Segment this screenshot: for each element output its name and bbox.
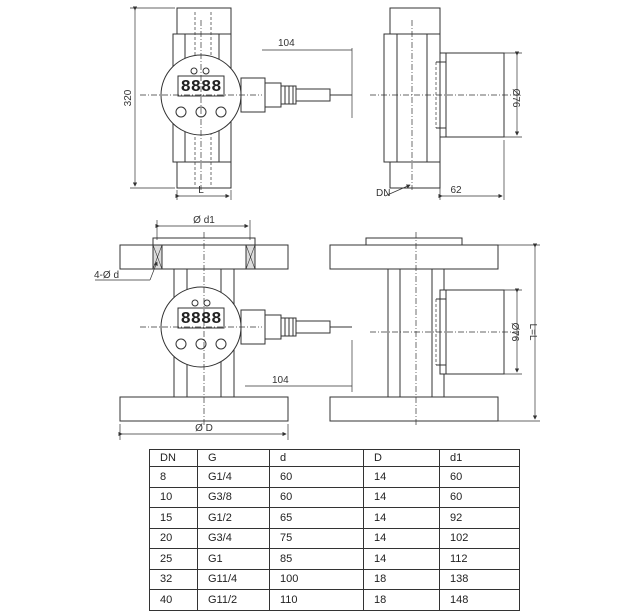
- table-cell: 110: [269, 589, 364, 611]
- table-header-cell: DN: [149, 449, 198, 467]
- table-cell: 138: [439, 568, 520, 590]
- technical-drawing: 320 104 L 8888 Ø76 DN 62: [94, 6, 540, 440]
- side-view-threaded: [383, 7, 505, 189]
- front-view-flanged: [119, 237, 352, 422]
- front-view-threaded: [160, 7, 352, 189]
- table-cell: 14: [363, 507, 440, 529]
- table-header-cell: G: [197, 449, 270, 467]
- table-cell: G11/2: [197, 589, 270, 611]
- side-bot-length-label: L=L: [527, 324, 538, 341]
- front-bot-display-digits: 8888: [181, 310, 222, 329]
- table-cell: 40: [149, 589, 198, 611]
- table-cell: 60: [439, 486, 520, 508]
- side-top-depth-label: 62: [450, 185, 462, 196]
- side-view-flanged: [329, 237, 505, 422]
- table-cell: 60: [269, 486, 364, 508]
- table-cell: 60: [269, 466, 364, 488]
- table-cell: 102: [439, 527, 520, 549]
- table-cell: G3/4: [197, 527, 270, 549]
- front-top-width-label: L: [198, 185, 204, 196]
- table-cell: 18: [363, 568, 440, 590]
- table-header-cell: D: [363, 449, 440, 467]
- table-cell: 112: [439, 548, 520, 570]
- table-cell: 14: [363, 548, 440, 570]
- table-cell: 85: [269, 548, 364, 570]
- table-cell: 75: [269, 527, 364, 549]
- side-bot-diameter-label: Ø76: [509, 323, 520, 342]
- table-cell: 14: [363, 486, 440, 508]
- front-bot-holes-label: 4-Ø d: [94, 270, 119, 281]
- front-top-cable-length-label: 104: [278, 38, 295, 49]
- table-cell: 65: [269, 507, 364, 529]
- table-cell: 8: [149, 466, 198, 488]
- table-cell: G11/4: [197, 568, 270, 590]
- side-view-flanged-dims: [370, 232, 540, 425]
- table-cell: 20: [149, 527, 198, 549]
- side-view-threaded-dims: [370, 20, 522, 200]
- table-cell: 14: [363, 527, 440, 549]
- table-cell: G1/2: [197, 507, 270, 529]
- table-cell: 15: [149, 507, 198, 529]
- table-cell: 100: [269, 568, 364, 590]
- table-cell: 32: [149, 568, 198, 590]
- table-cell: G3/8: [197, 486, 270, 508]
- front-bot-cable-length-label: 104: [272, 375, 289, 386]
- table-header-cell: d1: [439, 449, 520, 467]
- table-cell: 92: [439, 507, 520, 529]
- front-top-height-label: 320: [123, 89, 134, 106]
- table-cell: 148: [439, 589, 520, 611]
- table-cell: G1: [197, 548, 270, 570]
- front-view-flanged-dims: [95, 220, 353, 440]
- front-top-display-digits: 8888: [181, 78, 222, 97]
- front-bot-top-dim-label: Ø d1: [193, 215, 215, 226]
- side-top-dn-label: DN: [376, 188, 390, 199]
- front-view-threaded-dims: [130, 6, 353, 200]
- table-header-cell: d: [269, 449, 364, 467]
- table-cell: 10: [149, 486, 198, 508]
- front-bot-bottom-dia-label: Ø D: [195, 423, 213, 434]
- side-top-diameter-label: Ø76: [510, 89, 521, 108]
- table-cell: 25: [149, 548, 198, 570]
- table-cell: 14: [363, 466, 440, 488]
- table-cell: 18: [363, 589, 440, 611]
- table-cell: G1/4: [197, 466, 270, 488]
- table-cell: 60: [439, 466, 520, 488]
